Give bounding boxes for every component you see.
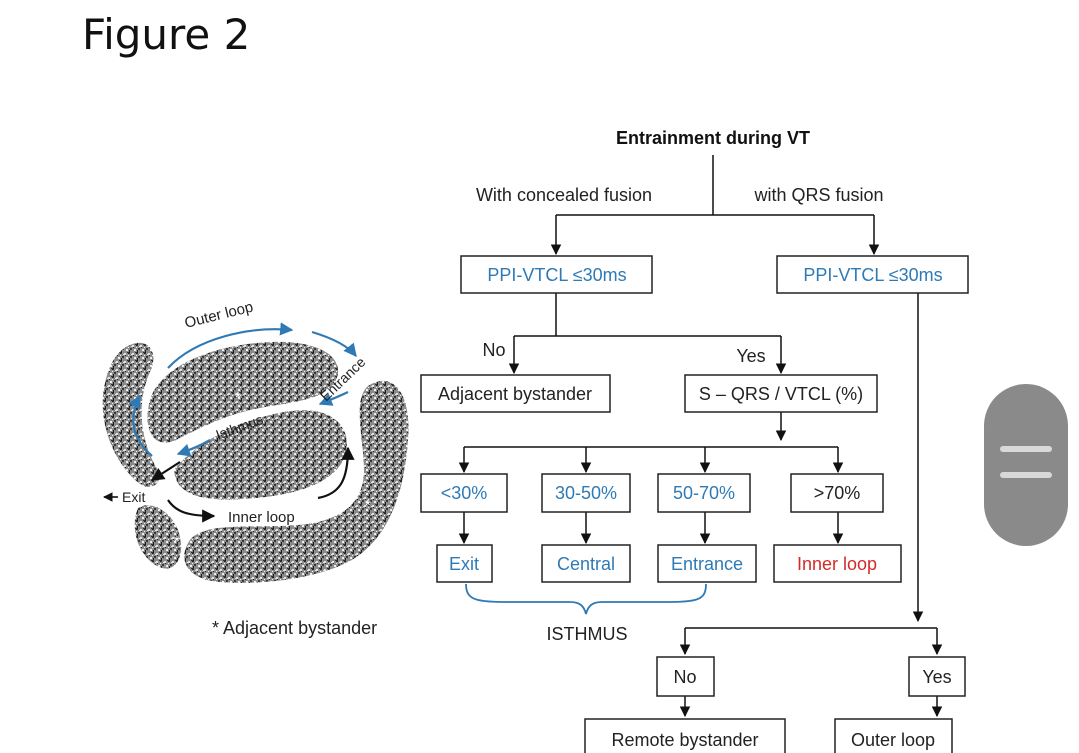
flowchart-text: Entrainment during VT With concealed fus… [438, 128, 952, 750]
range-box-3 [657, 473, 751, 513]
outcome-label-entrance: Entrance [671, 554, 743, 574]
range-box-4 [790, 473, 884, 513]
bottom-yes-box [908, 656, 966, 697]
outer-loop-arrow-top [167, 322, 294, 369]
sqrs-ratio-box [684, 374, 878, 413]
ppi-left-box [460, 255, 653, 294]
remote-bystander-label: Remote bystander [611, 730, 758, 750]
drag-handle-icon[interactable] [984, 384, 1068, 546]
branch-left-label: With concealed fusion [476, 185, 652, 205]
exit-arrow [150, 461, 181, 481]
bottom-no-box [656, 656, 715, 697]
branch-right-label: with QRS fusion [753, 185, 883, 205]
outcome-label-inner-loop: Inner loop [797, 554, 877, 574]
range-label-2: 30-50% [555, 483, 617, 503]
yes-label: Yes [736, 346, 765, 366]
isthmus-brace [465, 583, 707, 615]
bottom-no-label: No [673, 667, 696, 687]
figure-title: Figure 2 [82, 10, 251, 59]
scar-right-arc [184, 380, 409, 583]
outer-loop-label: Outer loop [183, 298, 255, 331]
adjacent-bystander-box [420, 374, 611, 413]
scar-upper-island [147, 341, 339, 443]
bystander-star-2: * [365, 497, 371, 514]
outcome-label-exit: Exit [449, 554, 479, 574]
inner-loop-label: Inner loop [228, 509, 295, 526]
outer-loop-arrow-left [128, 394, 153, 457]
exit-label: Exit [122, 489, 145, 505]
isthmus-label: ISTHMUS [547, 624, 628, 644]
range-label-3: 50-70% [673, 483, 735, 503]
adjacent-bystander-label: Adjacent bystander [438, 384, 592, 404]
bottom-yes-label: Yes [922, 667, 951, 687]
outcome-label-central: Central [557, 554, 615, 574]
entrance-arrow [318, 391, 349, 406]
range-box-2 [541, 473, 631, 513]
root-label: Entrainment during VT [616, 128, 810, 148]
ppi-right-label: PPI-VTCL ≤30ms [803, 265, 942, 285]
isthmus-arrow [176, 439, 211, 457]
sqrs-ratio-label: S – QRS / VTCL (%) [699, 384, 863, 404]
inner-loop-arrow-bottom [167, 499, 216, 523]
outcome-box-central [541, 544, 631, 583]
drag-handle-bar-top [1000, 446, 1052, 452]
reentry-circuit-diagram: Outer loop Entrance Isthmus Exit Inner l… [102, 298, 409, 638]
outer-loop-box [834, 718, 953, 753]
range-box-1 [420, 473, 508, 513]
ppi-right-box [776, 255, 969, 294]
no-label: No [482, 340, 505, 360]
footnote: * Adjacent bystander [212, 618, 377, 638]
range-label-4: >70% [814, 483, 861, 503]
flowchart [458, 155, 943, 718]
drag-handle-bar-bottom [1000, 472, 1052, 478]
outcome-box-exit [436, 544, 493, 583]
inner-loop-arrow-up [317, 446, 355, 500]
scar-central-island [174, 410, 347, 500]
outer-loop-label-box: Outer loop [851, 730, 935, 750]
ppi-left-label: PPI-VTCL ≤30ms [487, 265, 626, 285]
outcome-box-entrance [657, 544, 757, 583]
range-label-1: <30% [441, 483, 488, 503]
flowchart-boxes [420, 255, 969, 753]
outer-loop-arrow-entrance [311, 330, 357, 358]
scar-lower-left-blob [134, 505, 182, 569]
remote-bystander-box [584, 718, 786, 753]
outcome-box-inner-loop [773, 544, 902, 583]
bystander-star-3: * [174, 533, 180, 550]
bystander-star-1: * [235, 389, 241, 406]
